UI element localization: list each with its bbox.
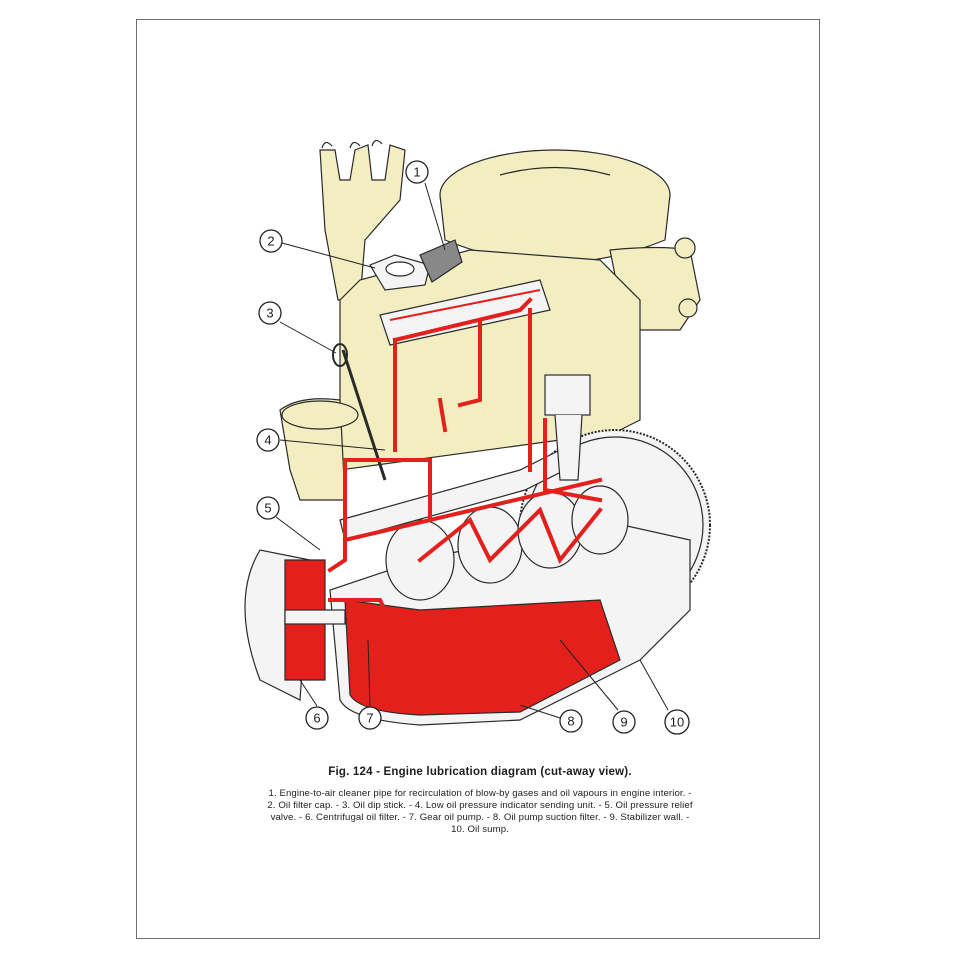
legend-line: valve. - 6. Centrifugal oil filter. - 7.… (270, 812, 690, 823)
callout-5: 5 (256, 496, 280, 520)
svg-text:7: 7 (366, 711, 373, 726)
figure-legend: 1. Engine-to-air cleaner pipe for recirc… (200, 788, 760, 836)
svg-text:10: 10 (670, 715, 684, 730)
callout-8: 8 (559, 709, 583, 733)
engine-body (244, 139, 711, 726)
legend-line: 10. Oil sump. (451, 824, 509, 835)
callout-1: 1 (405, 160, 429, 184)
legend-line: 1. Engine-to-air cleaner pipe for recirc… (268, 788, 692, 799)
callouts: 1 2 3 4 5 6 7 8 9 10 (256, 160, 690, 735)
svg-text:6: 6 (313, 711, 320, 726)
svg-text:3: 3 (266, 306, 273, 321)
callout-2: 2 (259, 229, 283, 253)
figure-title: Fig. 124 - Engine lubrication diagram (c… (328, 766, 632, 778)
callout-4: 4 (256, 428, 280, 452)
svg-text:8: 8 (567, 714, 574, 729)
svg-text:4: 4 (264, 433, 271, 448)
svg-text:2: 2 (267, 234, 274, 249)
callout-7: 7 (358, 706, 382, 730)
svg-text:1: 1 (413, 165, 420, 180)
leader-lines (275, 182, 669, 719)
svg-text:5: 5 (264, 501, 271, 516)
legend-line: 2. Oil filter cap. - 3. Oil dip stick. -… (267, 800, 693, 811)
oil-passages (327, 297, 603, 643)
callout-6: 6 (305, 706, 329, 730)
svg-text:9: 9 (620, 715, 627, 730)
callout-10: 10 (664, 709, 690, 735)
callout-9: 9 (612, 710, 636, 734)
callout-3: 3 (258, 301, 282, 325)
